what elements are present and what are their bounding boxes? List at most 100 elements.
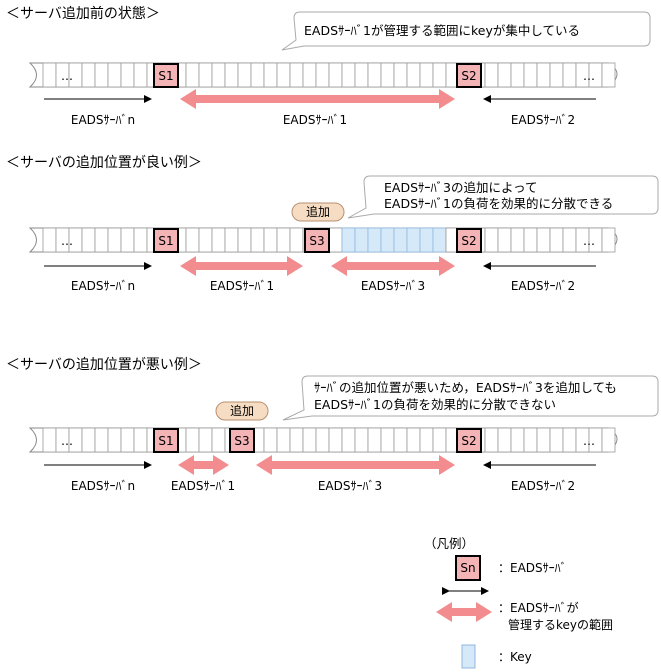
empty-cell	[406, 62, 421, 88]
range-label-n: EADSｻｰﾊﾞn	[71, 113, 135, 127]
range-label-n: EADSｻｰﾊﾞn	[71, 279, 135, 293]
section-bad-example: ＜サーバの追加位置が悪い例＞ ｻｰﾊﾞの追加位置が悪いため，EADSｻｰﾊﾞ3を…	[6, 357, 659, 493]
server-node-s1: S1	[153, 428, 179, 453]
callout-text: EADSｻｰﾊﾞ1の負荷を効果的に分散できない	[314, 397, 556, 412]
empty-cell	[120, 427, 135, 453]
empty-cell	[380, 427, 395, 453]
callout-text: EADSｻｰﾊﾞ3の追加によって	[384, 180, 537, 195]
empty-cell	[42, 427, 57, 453]
empty-cell	[94, 227, 109, 253]
empty-cell	[536, 427, 551, 453]
empty-cell	[107, 62, 122, 88]
empty-cell	[81, 62, 96, 88]
empty-cell	[276, 62, 291, 88]
range-label-server2: EADSｻｰﾊﾞ2	[511, 479, 575, 493]
range-arrow-server3	[331, 256, 455, 276]
server-label: S2	[461, 234, 476, 248]
section-before: ＜サーバ追加前の状態＞ EADSｻｰﾊﾞ1が管理する範囲にkeyが集中している …	[6, 5, 651, 127]
section-heading: ＜サーバの追加位置が悪い例＞	[6, 357, 202, 373]
callout-text: EADSｻｰﾊﾞ1が管理する範囲にkeyが集中している	[304, 23, 580, 38]
empty-cell	[393, 427, 408, 453]
empty-cell	[133, 227, 148, 253]
range-label-server3: EADSｻｰﾊﾞ3	[361, 279, 425, 293]
key-cell	[367, 227, 382, 253]
callout-text: ｻｰﾊﾞの追加位置が悪いため，EADSｻｰﾊﾞ3を追加しても	[314, 380, 617, 395]
empty-cell	[601, 227, 616, 253]
empty-cell	[133, 62, 148, 88]
range-label-server2: EADSｻｰﾊﾞ2	[511, 113, 575, 127]
empty-cell	[562, 62, 577, 88]
empty-cell	[289, 62, 304, 88]
server-label: S3	[234, 434, 249, 448]
range-label-server1: EADSｻｰﾊﾞ1	[171, 479, 235, 493]
server-node-s1: S1	[153, 63, 179, 88]
empty-cell	[42, 227, 57, 253]
server-node-s3: S3	[304, 228, 330, 253]
server-node-s2: S2	[456, 63, 482, 88]
empty-cell	[523, 62, 538, 88]
legend-title: （凡例）	[424, 536, 474, 551]
empty-cell	[367, 427, 382, 453]
ring-cells	[42, 62, 616, 88]
key-cell	[406, 227, 421, 253]
range-arrow-server1	[178, 455, 229, 475]
empty-cell	[419, 62, 434, 88]
range-label-n: EADSｻｰﾊﾞn	[71, 479, 135, 493]
empty-cell	[341, 62, 356, 88]
empty-cell	[497, 427, 512, 453]
key-cell	[380, 227, 395, 253]
empty-cell	[510, 62, 525, 88]
empty-cell	[211, 427, 226, 453]
empty-cell	[289, 227, 304, 253]
key-cell	[354, 227, 369, 253]
empty-cell	[198, 427, 213, 453]
empty-cell	[601, 62, 616, 88]
empty-cell	[263, 62, 278, 88]
empty-cell	[81, 227, 96, 253]
server-label: S2	[461, 69, 476, 83]
key-cell	[341, 227, 356, 253]
add-label: 追加	[230, 403, 254, 418]
empty-cell	[198, 62, 213, 88]
range-arrow-server1	[180, 89, 455, 109]
legend-server-desc: ：EADSｻｰﾊﾞ	[498, 561, 567, 575]
server-node-s1: S1	[153, 228, 179, 253]
empty-cell	[211, 227, 226, 253]
empty-cell	[120, 227, 135, 253]
empty-cell	[393, 62, 408, 88]
ellipsis: …	[61, 434, 73, 448]
empty-cell	[198, 227, 213, 253]
add-label: 追加	[306, 204, 330, 219]
empty-cell	[497, 227, 512, 253]
empty-cell	[302, 62, 317, 88]
section-good-example: ＜サーバの追加位置が良い例＞ EADSｻｰﾊﾞ3の追加によって EADSｻｰﾊﾞ…	[6, 155, 659, 293]
empty-cell	[107, 427, 122, 453]
empty-cell	[224, 227, 239, 253]
ellipsis: …	[61, 234, 73, 248]
empty-cell	[510, 427, 525, 453]
empty-cell	[562, 227, 577, 253]
empty-cell	[601, 427, 616, 453]
empty-cell	[549, 62, 564, 88]
empty-cell	[419, 427, 434, 453]
empty-cell	[94, 427, 109, 453]
range-arrow-server1	[180, 256, 303, 276]
empty-cell	[484, 227, 499, 253]
empty-cell	[406, 427, 421, 453]
empty-cell	[341, 427, 356, 453]
server-label: S2	[461, 434, 476, 448]
legend-range-desc: ：EADSｻｰﾊﾞが	[498, 600, 579, 615]
range-label-server1: EADSｻｰﾊﾞ1	[210, 279, 274, 293]
key-cell	[393, 227, 408, 253]
empty-cell	[510, 227, 525, 253]
empty-cell	[120, 62, 135, 88]
empty-cell	[302, 427, 317, 453]
server-label: S1	[158, 434, 173, 448]
empty-cell	[354, 62, 369, 88]
range-label-server1: EADSｻｰﾊﾞ1	[283, 113, 347, 127]
empty-cell	[211, 62, 226, 88]
empty-cell	[263, 227, 278, 253]
key-cell	[419, 227, 434, 253]
empty-cell	[328, 62, 343, 88]
ellipsis: …	[583, 69, 595, 83]
